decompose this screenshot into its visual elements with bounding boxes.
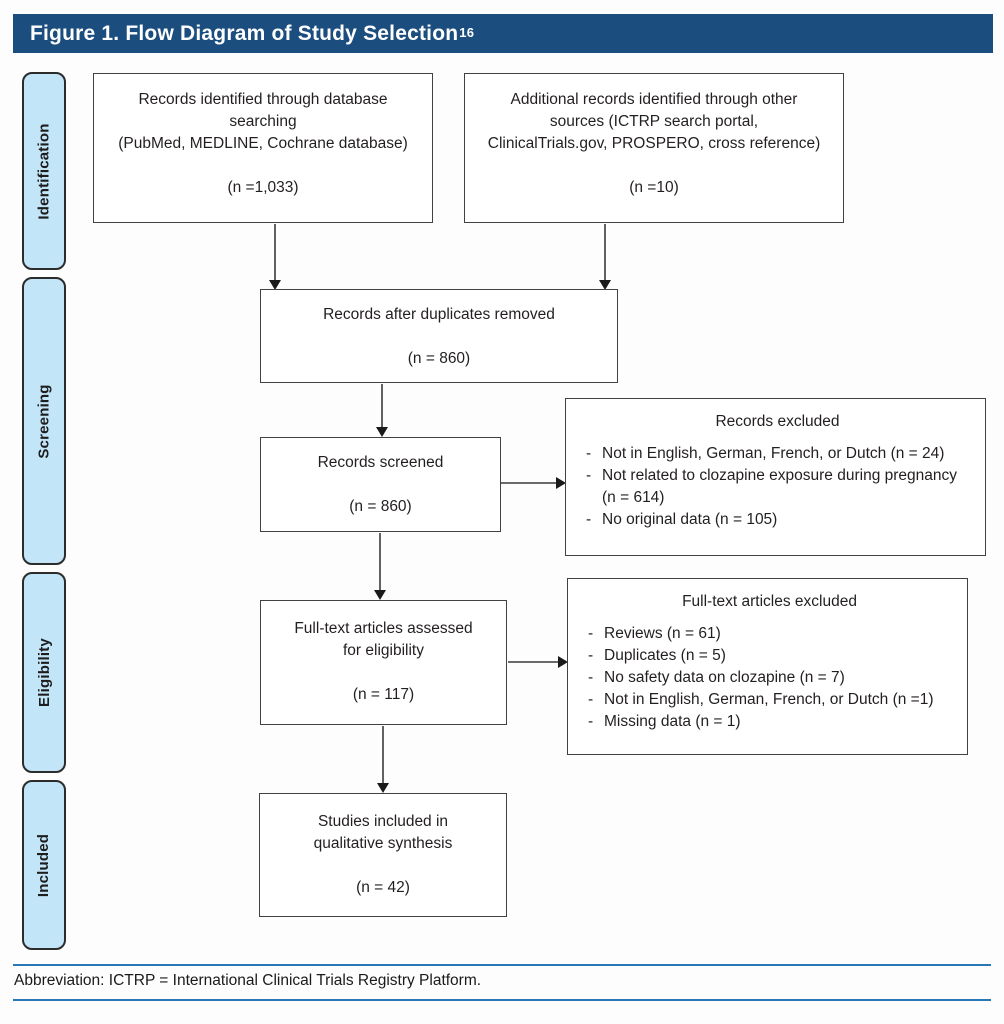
box-records-excluded: Records excluded Not in English, German,… bbox=[565, 398, 986, 556]
stage-identification: Identification bbox=[22, 72, 66, 270]
figure-title-bar: Figure 1. Flow Diagram of Study Selectio… bbox=[13, 14, 993, 53]
stage-eligibility-label: Eligibility bbox=[35, 638, 53, 707]
fulltext-excluded-item: Duplicates (n = 5) bbox=[586, 645, 953, 667]
records-excluded-item: Not related to clozapine exposure during… bbox=[584, 465, 971, 509]
figure-reference-superscript: 16 bbox=[459, 25, 475, 40]
stage-included: Included bbox=[22, 780, 66, 950]
footer-divider-bottom bbox=[13, 999, 991, 1001]
box-records-identified-database: Records identified through database sear… bbox=[93, 73, 433, 223]
fulltext-excluded-item: Not in English, German, French, or Dutch… bbox=[586, 689, 953, 711]
footer-divider-top bbox=[13, 964, 991, 966]
records-excluded-list: Not in English, German, French, or Dutch… bbox=[584, 443, 971, 531]
figure-title: Figure 1. Flow Diagram of Study Selectio… bbox=[30, 21, 459, 45]
fulltext-excluded-item: Reviews (n = 61) bbox=[586, 623, 953, 645]
abbreviation-note: Abbreviation: ICTRP = International Clin… bbox=[14, 972, 482, 989]
records-excluded-item: No original data (n = 105) bbox=[584, 509, 971, 531]
stage-screening-label: Screening bbox=[35, 383, 53, 459]
box-fulltext-assessed: Full-text articles assessed for eligibil… bbox=[260, 600, 507, 725]
stage-identification-label: Identification bbox=[35, 122, 53, 220]
stage-screening: Screening bbox=[22, 277, 66, 565]
records-excluded-title: Records excluded bbox=[715, 413, 840, 430]
fulltext-excluded-list: Reviews (n = 61) Duplicates (n = 5) No s… bbox=[586, 623, 953, 733]
stage-included-label: Included bbox=[35, 833, 53, 897]
fulltext-excluded-item: Missing data (n = 1) bbox=[586, 711, 953, 733]
box-fulltext-excluded: Full-text articles excluded Reviews (n =… bbox=[567, 578, 968, 755]
box-records-screened: Records screened (n = 860) bbox=[260, 437, 501, 532]
box-records-identified-other: Additional records identified through ot… bbox=[464, 73, 844, 223]
fulltext-excluded-item: No safety data on clozapine (n = 7) bbox=[586, 667, 953, 689]
box-studies-included: Studies included in qualitative synthesi… bbox=[259, 793, 507, 917]
fulltext-excluded-title: Full-text articles excluded bbox=[682, 593, 857, 610]
box-records-after-duplicates: Records after duplicates removed (n = 86… bbox=[260, 289, 618, 383]
stage-eligibility: Eligibility bbox=[22, 572, 66, 773]
records-excluded-item: Not in English, German, French, or Dutch… bbox=[584, 443, 971, 465]
